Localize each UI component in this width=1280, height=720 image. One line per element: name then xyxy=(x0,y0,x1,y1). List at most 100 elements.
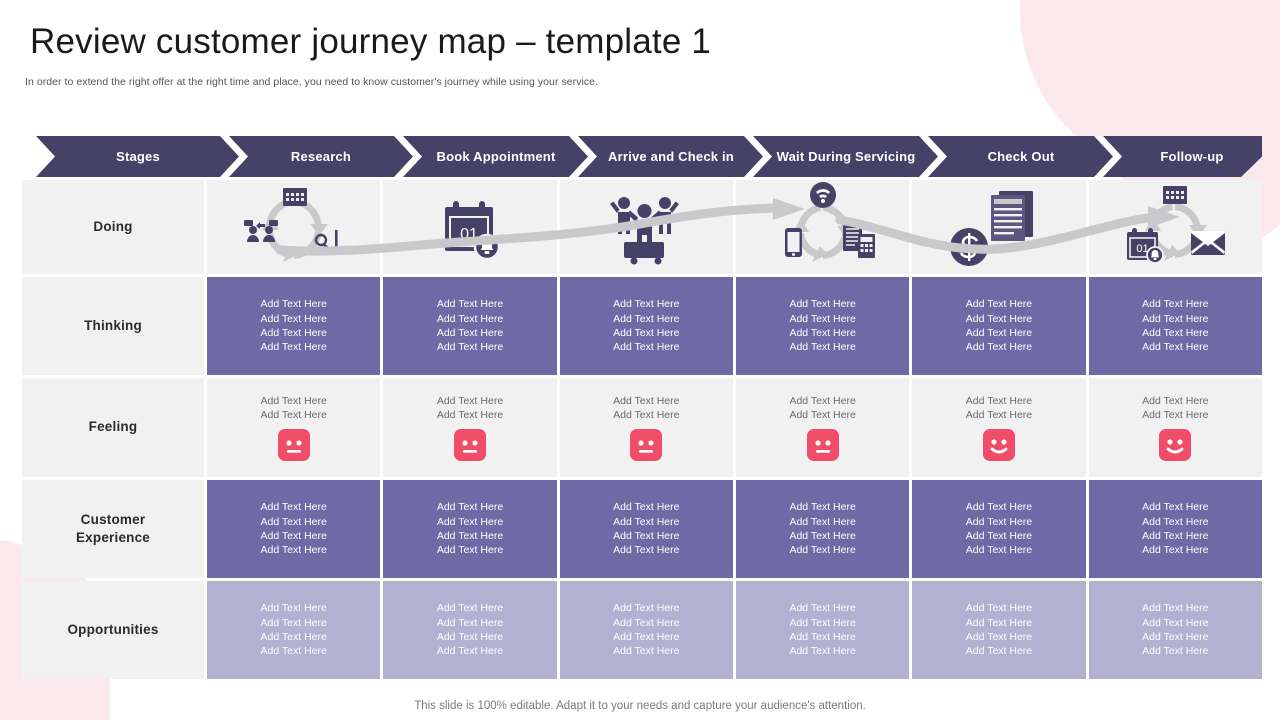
cell-feeling-arrive-check-in[interactable]: Add Text Here Add Text Here xyxy=(559,378,733,477)
followup-cycle-icon: 01 xyxy=(1089,180,1262,274)
cell-text-line: Add Text Here xyxy=(789,631,856,643)
cell-text-line: Add Text Here xyxy=(1142,298,1209,311)
cell-text-line: Add Text Here xyxy=(613,298,680,311)
cell-text-line: Add Text Here xyxy=(789,602,856,615)
cell-feeling-wait-during-servicing[interactable]: Add Text Here Add Text Here xyxy=(735,378,910,477)
cell-text-line: Add Text Here xyxy=(965,409,1033,421)
row-label-customer-experience: Customer Experience xyxy=(22,480,204,578)
cell-text-line: Add Text Here xyxy=(436,298,504,311)
cell-text-line: Add Text Here xyxy=(260,602,327,615)
cell-text-line: Add Text Here xyxy=(260,394,327,407)
cell-text-line: Add Text Here xyxy=(965,616,1033,629)
cell-text-line: Add Text Here xyxy=(436,312,504,325)
cell-opp-research[interactable]: Add Text Here Add Text Here Add Text Her… xyxy=(207,581,381,679)
row-label-text: Customer Experience xyxy=(75,511,151,545)
page-title: Review customer journey map – template 1 xyxy=(30,22,712,61)
cell-text-line: Add Text Here xyxy=(789,394,856,407)
cell-thinking-check-out[interactable]: Add Text Here Add Text Here Add Text Her… xyxy=(912,277,1086,375)
stage-header-follow-up[interactable]: Follow-up xyxy=(1160,149,1224,164)
cell-text-line: Add Text Here xyxy=(965,515,1033,528)
cell-doing-book-appointment[interactable]: 01 xyxy=(383,180,557,274)
cell-text-line: Add Text Here xyxy=(436,602,504,615)
cell-text-line: Add Text Here xyxy=(1142,327,1209,339)
cell-thinking-research[interactable]: Add Text Here Add Text Here Add Text Her… xyxy=(207,277,381,375)
row-label-opportunities: Opportunities xyxy=(22,581,204,679)
row-customer-experience: Customer Experience Add Text Here Add Te… xyxy=(22,480,1262,578)
cell-text-line: Add Text Here xyxy=(260,312,327,325)
cell-text-line: Add Text Here xyxy=(436,645,504,658)
cell-text-line: Add Text Here xyxy=(965,645,1033,658)
cell-cx-book-appointment[interactable]: Add Text Here Add Text Here Add Text Her… xyxy=(383,480,557,578)
page-subtitle: In order to extend the right offer at th… xyxy=(25,76,599,88)
cell-cx-follow-up[interactable]: Add Text Here Add Text Here Add Text Her… xyxy=(1088,480,1262,578)
cell-thinking-arrive-check-in[interactable]: Add Text Here Add Text Here Add Text Her… xyxy=(559,277,733,375)
cell-text-line: Add Text Here xyxy=(1142,602,1209,615)
cell-text-line: Add Text Here xyxy=(965,544,1033,557)
stage-header-book-appointment[interactable]: Book Appointment xyxy=(436,149,556,164)
cell-text-line: Add Text Here xyxy=(789,341,856,354)
row-label-feeling: Feeling xyxy=(22,378,204,477)
cell-text-line: Add Text Here xyxy=(613,394,680,407)
cell-feeling-check-out[interactable]: Add Text Here Add Text Here xyxy=(912,378,1086,477)
cell-doing-arrive-check-in[interactable] xyxy=(559,180,733,274)
cell-opp-follow-up[interactable]: Add Text Here Add Text Here Add Text Her… xyxy=(1088,581,1262,679)
smiling-face-icon xyxy=(1159,429,1192,462)
cell-text-line: Add Text Here xyxy=(965,530,1033,542)
cell-cx-arrive-check-in[interactable]: Add Text Here Add Text Here Add Text Her… xyxy=(559,480,733,578)
smiling-face-icon xyxy=(982,429,1015,462)
stage-header-check-out[interactable]: Check Out xyxy=(987,149,1055,164)
cell-feeling-follow-up[interactable]: Add Text Here Add Text Here xyxy=(1088,378,1262,477)
row-thinking: Thinking Add Text Here Add Text Here Add… xyxy=(22,277,1262,375)
neutral-face-icon xyxy=(453,429,486,462)
cell-text-line: Add Text Here xyxy=(965,501,1033,514)
cell-doing-wait-during-servicing[interactable] xyxy=(735,180,910,274)
cell-text-line: Add Text Here xyxy=(613,341,680,354)
cell-cx-wait-during-servicing[interactable]: Add Text Here Add Text Here Add Text Her… xyxy=(735,480,910,578)
cell-text-line: Add Text Here xyxy=(260,327,327,339)
cell-text-line: Add Text Here xyxy=(436,394,504,407)
cell-doing-research[interactable] xyxy=(207,180,381,274)
cell-text-line: Add Text Here xyxy=(965,327,1033,339)
cell-text-line: Add Text Here xyxy=(1142,515,1209,528)
cell-text-line: Add Text Here xyxy=(260,544,327,557)
cell-feeling-book-appointment[interactable]: Add Text Here Add Text Here xyxy=(383,378,557,477)
cell-text-line: Add Text Here xyxy=(436,501,504,514)
cell-text-line: Add Text Here xyxy=(965,394,1033,407)
cell-text-line: Add Text Here xyxy=(789,298,856,311)
cell-thinking-wait-during-servicing[interactable]: Add Text Here Add Text Here Add Text Her… xyxy=(735,277,910,375)
cell-feeling-research[interactable]: Add Text Here Add Text Here xyxy=(207,378,381,477)
cell-cx-check-out[interactable]: Add Text Here Add Text Here Add Text Her… xyxy=(912,480,1086,578)
cell-text-line: Add Text Here xyxy=(789,515,856,528)
cell-text-line: Add Text Here xyxy=(965,341,1033,354)
cell-opp-arrive-check-in[interactable]: Add Text Here Add Text Here Add Text Her… xyxy=(559,581,733,679)
row-opportunities: Opportunities Add Text Here Add Text Her… xyxy=(22,581,1262,679)
stage-header-arrive-check-in[interactable]: Arrive and Check in xyxy=(608,149,734,164)
stage-header-research[interactable]: Research xyxy=(290,149,352,164)
payment-document-icon xyxy=(912,180,1085,274)
cell-text-line: Add Text Here xyxy=(1142,409,1209,421)
cell-opp-check-out[interactable]: Add Text Here Add Text Here Add Text Her… xyxy=(912,581,1086,679)
stage-header-wait-during-servicing[interactable]: Wait During Servicing xyxy=(776,149,916,164)
cell-text-line: Add Text Here xyxy=(613,616,680,629)
journey-grid: Doing xyxy=(22,180,1262,679)
cell-doing-check-out[interactable] xyxy=(912,180,1086,274)
stage-chevron-bar: Stages Research Book Appointment Arrive … xyxy=(22,136,1262,177)
cell-text-line: Add Text Here xyxy=(436,530,504,542)
cell-thinking-follow-up[interactable]: Add Text Here Add Text Here Add Text Her… xyxy=(1088,277,1262,375)
cell-text-line: Add Text Here xyxy=(613,501,680,514)
cell-opp-wait-during-servicing[interactable]: Add Text Here Add Text Here Add Text Her… xyxy=(735,581,910,679)
cell-thinking-book-appointment[interactable]: Add Text Here Add Text Here Add Text Her… xyxy=(383,277,557,375)
cell-text-line: Add Text Here xyxy=(260,515,327,528)
stage-header-stages[interactable]: Stages xyxy=(116,149,160,164)
neutral-face-icon xyxy=(277,429,310,462)
row-label-thinking: Thinking xyxy=(22,277,204,375)
cell-cx-research[interactable]: Add Text Here Add Text Here Add Text Her… xyxy=(207,480,381,578)
cell-opp-book-appointment[interactable]: Add Text Here Add Text Here Add Text Her… xyxy=(383,581,557,679)
cell-text-line: Add Text Here xyxy=(260,616,327,629)
cell-text-line: Add Text Here xyxy=(613,544,680,557)
family-arrival-icon xyxy=(560,180,733,274)
cell-text-line: Add Text Here xyxy=(789,544,856,557)
cell-doing-follow-up[interactable]: 01 xyxy=(1088,180,1262,274)
cell-text-line: Add Text Here xyxy=(260,530,327,542)
cell-text-line: Add Text Here xyxy=(1142,501,1209,514)
